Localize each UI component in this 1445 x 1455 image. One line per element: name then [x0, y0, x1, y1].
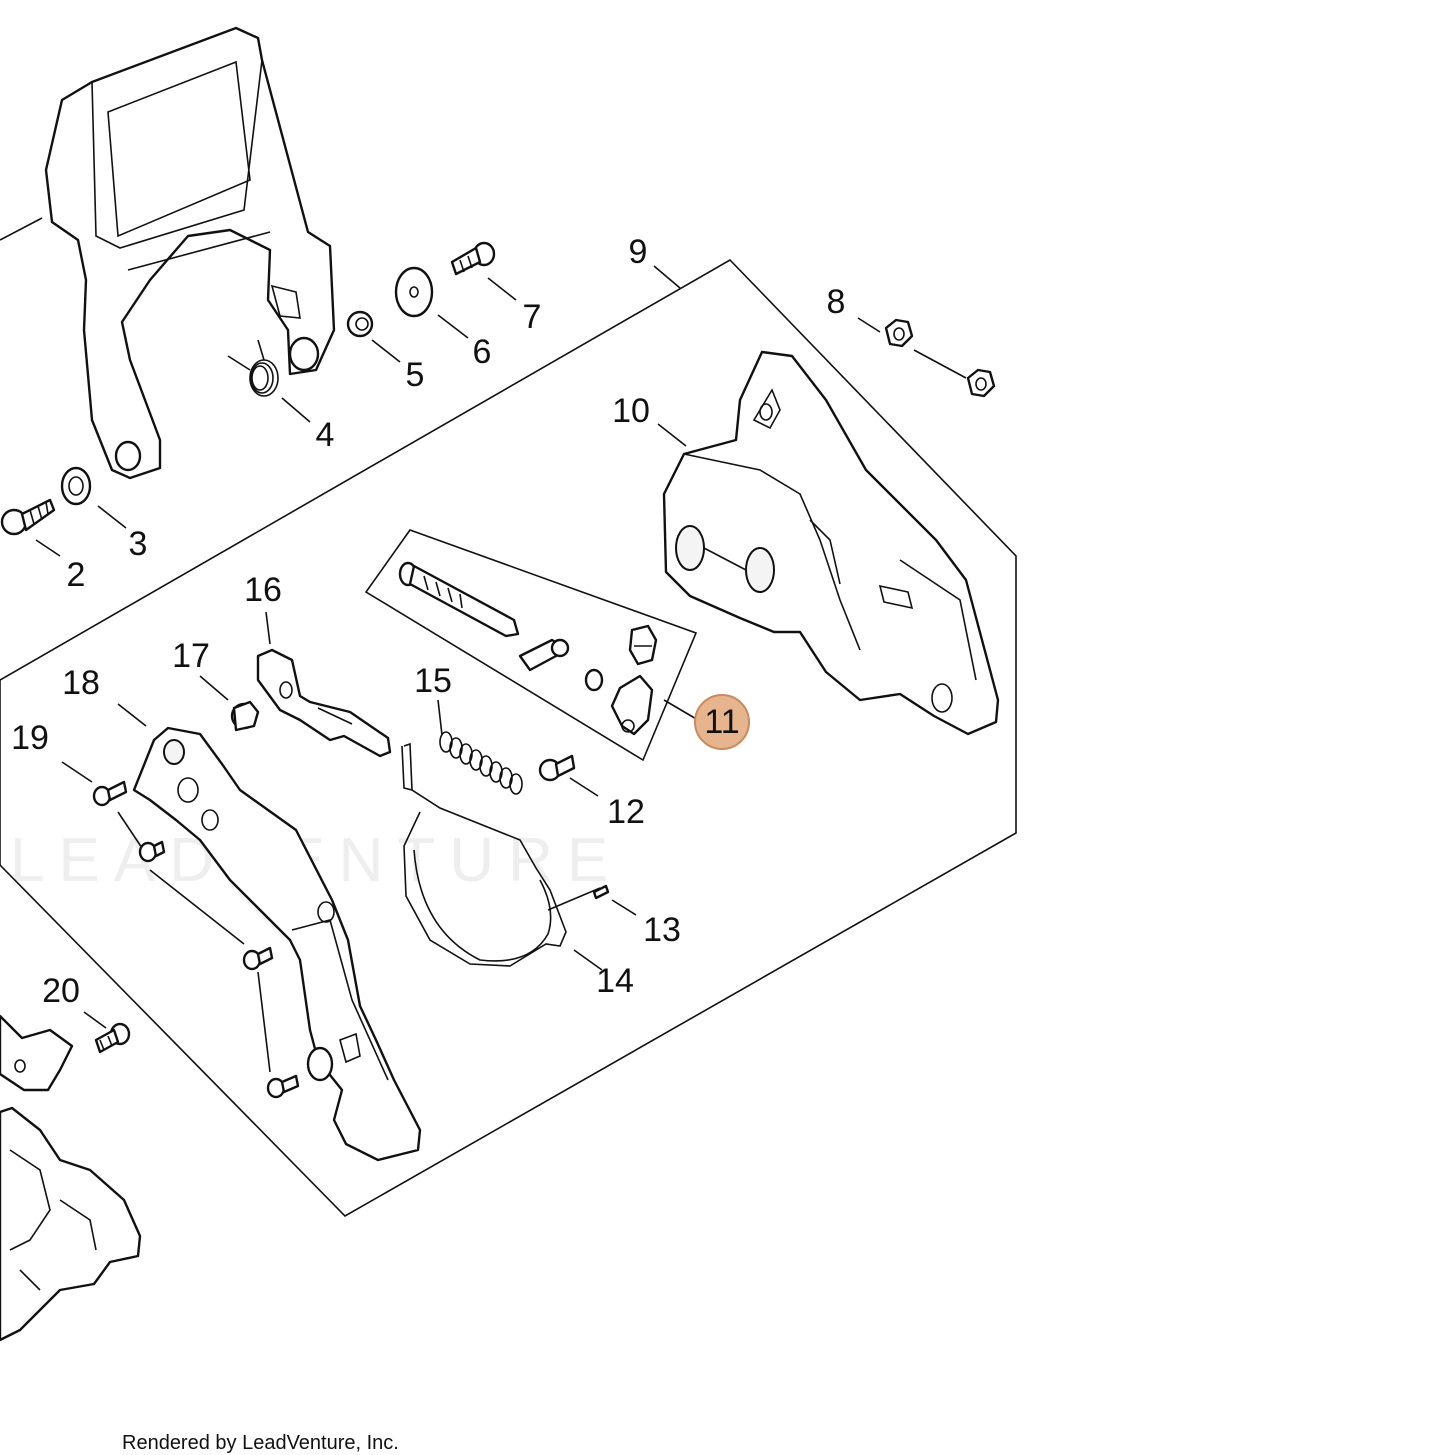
leader-lines	[0, 217, 967, 1073]
part-label-7[interactable]: 7	[522, 298, 542, 336]
part-label-15[interactable]: 15	[414, 662, 452, 700]
part-19-screws	[92, 780, 300, 1099]
part-3-bushing	[60, 466, 92, 506]
part-label-5[interactable]: 5	[405, 356, 425, 394]
kit-outline-9	[0, 258, 1017, 1218]
part-label-20[interactable]: 20	[42, 972, 80, 1010]
part-label-16[interactable]: 16	[244, 571, 282, 609]
part-13-pin	[592, 884, 610, 900]
part-20-screw	[0, 1014, 131, 1092]
part-label-14[interactable]: 14	[596, 962, 634, 1000]
part-14-brake-band	[401, 742, 567, 967]
part-label-17[interactable]: 17	[172, 637, 210, 675]
crankcase-fragment	[0, 1106, 142, 1342]
part-12-screw	[538, 754, 576, 782]
part-5-sleeve	[346, 310, 374, 338]
part-4-spring	[227, 339, 279, 397]
part-label-10[interactable]: 10	[612, 392, 650, 430]
part-17-bushing	[230, 700, 260, 732]
front-handle	[44, 26, 336, 480]
kit-outline-11	[364, 529, 698, 762]
part-11-adjuster-kit	[398, 561, 658, 736]
part-label-12[interactable]: 12	[607, 793, 645, 831]
part-10-sprocket-cover	[662, 350, 1000, 736]
credit-text: Rendered by LeadVenture, Inc.	[122, 1432, 399, 1454]
part-15-spring	[439, 731, 523, 795]
part-label-4[interactable]: 4	[315, 416, 335, 454]
part-label-13[interactable]: 13	[643, 911, 681, 949]
part-label-19[interactable]: 19	[11, 719, 49, 757]
part-label-3[interactable]: 3	[128, 525, 148, 563]
part-7-screw	[450, 241, 496, 276]
part-label-11[interactable]: 11	[694, 694, 750, 750]
part-label-8[interactable]: 8	[826, 283, 846, 321]
part-label-6[interactable]: 6	[472, 333, 492, 371]
part-16-lever	[256, 648, 392, 758]
part-8-nuts	[884, 318, 996, 398]
part-18-hand-guard	[132, 726, 422, 1162]
part-2-screw	[0, 498, 56, 536]
part-label-2[interactable]: 2	[66, 556, 86, 594]
part-label-9[interactable]: 9	[628, 233, 648, 271]
part-label-18[interactable]: 18	[62, 664, 100, 702]
part-6-washer	[394, 266, 434, 318]
